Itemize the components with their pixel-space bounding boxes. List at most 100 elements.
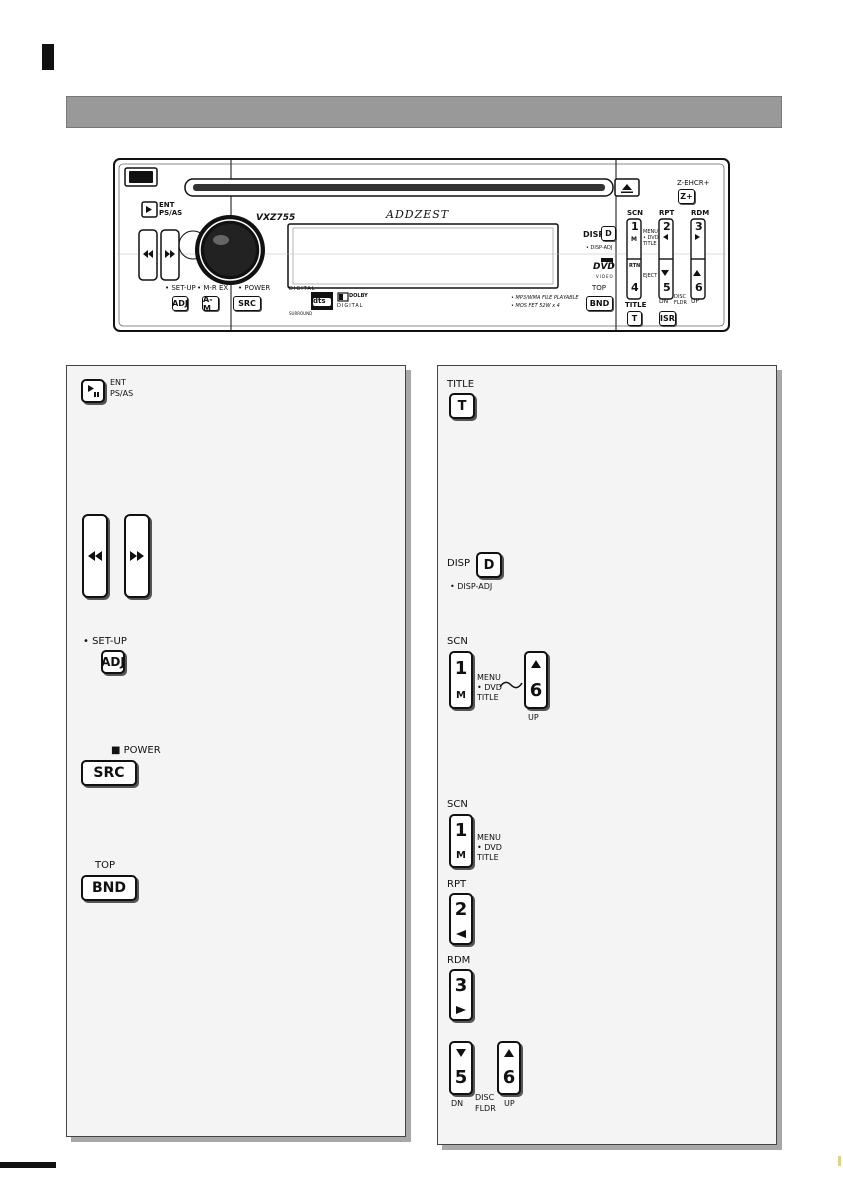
unit-menu-label: MENU	[643, 229, 658, 235]
adj-button[interactable]: ADJ	[101, 650, 125, 674]
right-triangle-icon	[456, 1005, 466, 1014]
unit-rdm-label: RDM	[691, 209, 710, 217]
seek-forward-button[interactable]	[124, 514, 150, 598]
unit-rtn-label: RTN	[629, 263, 641, 269]
right-button-panel: TITLE T DISP D • DISP-ADJ SCN 1 M MENU •…	[437, 365, 777, 1145]
up-label: UP	[528, 713, 539, 722]
unit-key-2[interactable]: 2	[663, 220, 671, 233]
title-label: TITLE	[447, 379, 475, 390]
rewind-icon	[88, 551, 102, 561]
dvd-label: • DVD	[477, 683, 502, 692]
unit-t-button[interactable]: T	[627, 311, 642, 326]
unit-scn-label: SCN	[627, 209, 644, 217]
unit-isr-button[interactable]: ISR	[659, 311, 676, 326]
unit-key-4[interactable]: 4	[631, 281, 639, 294]
key-1-number: 1	[454, 657, 468, 679]
unit-key-3[interactable]: 3	[695, 220, 703, 233]
unit-key-1[interactable]: 1	[631, 220, 639, 233]
unit-d-button[interactable]: D	[601, 226, 616, 241]
dvd-title-label-2: TITLE	[477, 853, 499, 862]
footer-rule	[0, 1162, 56, 1168]
model-name: VXZ755	[256, 213, 296, 223]
corner-mark	[42, 44, 54, 70]
unit-dvd-logo: DVD	[593, 262, 615, 272]
unit-rpt-label: RPT	[659, 209, 675, 217]
rpt-label: RPT	[447, 879, 467, 890]
menu-label: MENU	[477, 673, 501, 682]
ent-label: ENT	[110, 378, 126, 387]
unit-mosfet-label: • MOS FET 52W x 4	[511, 303, 560, 309]
unit-dolby-label: DOLBY	[349, 293, 368, 299]
key-5-number: 5	[454, 1067, 468, 1088]
play-pause-icon	[88, 385, 99, 397]
dvd-title-label: TITLE	[477, 693, 499, 702]
key-6-number: 6	[529, 680, 543, 701]
unit-src-button[interactable]: SRC	[233, 296, 261, 311]
unit-dvd-label: • DVD	[643, 235, 659, 241]
src-button[interactable]: SRC	[81, 760, 137, 786]
unit-dts-digital-label: DIGITAL	[289, 286, 316, 292]
top-label: TOP	[95, 860, 116, 871]
dn-key-5[interactable]: 5	[449, 1041, 473, 1095]
unit-key-6[interactable]: 6	[695, 281, 703, 294]
unit-bnd-button[interactable]: BND	[586, 296, 613, 311]
up-triangle-icon	[531, 660, 541, 668]
key-6-up[interactable]: 6	[524, 651, 548, 709]
key-2-number: 2	[454, 898, 468, 920]
dvd-label-2: • DVD	[477, 843, 502, 852]
rpt-key-2[interactable]: 2	[449, 893, 473, 945]
unit-power-label: • POWER	[238, 284, 271, 292]
unit-am-button[interactable]: A-M	[202, 295, 219, 313]
up-label-2: UP	[504, 1099, 515, 1108]
bnd-button[interactable]: BND	[81, 875, 137, 901]
unit-mrex-label: • M-R EX	[197, 284, 229, 292]
rdm-label: RDM	[447, 955, 471, 966]
bnd-button-label: BND	[91, 880, 126, 896]
brand-logo: ADDZEST	[386, 208, 450, 221]
unit-ent-label: ENT	[159, 201, 175, 209]
t-button-label: T	[457, 398, 467, 414]
unit-disp-adj-label: • DISP-ADJ	[586, 245, 613, 251]
up-key-6[interactable]: 6	[497, 1041, 521, 1095]
up-triangle-icon-2	[504, 1049, 514, 1057]
unit-surround-label: SURROUND	[289, 311, 313, 316]
unit-title-label: TITLE	[625, 301, 647, 309]
head-unit-body	[113, 158, 730, 332]
dn-label: DN	[451, 1099, 464, 1108]
tilde-range-icon	[499, 681, 523, 689]
unit-zplus-button[interactable]: Z+	[678, 189, 695, 204]
down-triangle-icon	[456, 1049, 466, 1057]
unit-psas-label: PS/AS	[159, 209, 183, 217]
scn-key-1[interactable]: 1 M	[449, 651, 473, 709]
unit-key-5[interactable]: 5	[663, 281, 671, 294]
psas-label: PS/AS	[110, 389, 134, 398]
unit-adj-button[interactable]: ADJ	[172, 296, 188, 311]
fast-forward-icon	[130, 551, 144, 561]
unit-title-small-label: TITLE	[643, 241, 657, 247]
disp-label: DISP	[447, 558, 471, 569]
fldr-label: FLDR	[475, 1104, 496, 1113]
disc-label: DISC	[475, 1093, 495, 1102]
disp-d-button[interactable]: D	[476, 552, 502, 578]
power-label: ■ POWER	[111, 745, 161, 756]
unit-up-label: UP	[691, 298, 700, 305]
unit-top-label: TOP	[592, 284, 607, 292]
unit-dts-label: dts	[313, 297, 326, 305]
scn-label: SCN	[447, 636, 468, 647]
setup-label: • SET-UP	[83, 636, 127, 647]
unit-disp-label: DISP	[583, 230, 605, 239]
seek-back-button[interactable]	[82, 514, 108, 598]
key-1-m-2: M	[456, 849, 466, 861]
key-1-m: M	[456, 689, 466, 701]
unit-zenh-label: Z-EHCR+	[677, 179, 710, 187]
play-pause-button[interactable]	[81, 379, 105, 403]
unit-eject-label: EJECT	[643, 273, 658, 279]
menu-label-2: MENU	[477, 833, 501, 842]
scn-key-1-second[interactable]: 1 M	[449, 814, 473, 868]
left-triangle-icon	[456, 929, 466, 938]
rdm-key-3[interactable]: 3	[449, 969, 473, 1021]
section-title-bar	[66, 96, 782, 128]
key-1-number-2: 1	[454, 819, 468, 841]
title-t-button[interactable]: T	[449, 393, 475, 419]
unit-digital-label: DIGITAL	[337, 303, 364, 309]
